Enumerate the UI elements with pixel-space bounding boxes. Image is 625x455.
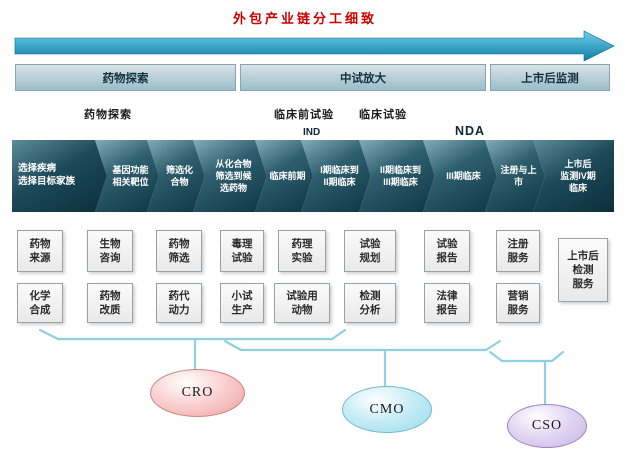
stage-label-clinical: 临床试验 — [359, 109, 407, 121]
flow-step-phase3: III期临床 — [423, 140, 497, 212]
service-trial-report: 试验 报告 — [424, 230, 470, 272]
phase-drug-discovery: 药物探索 — [15, 64, 236, 91]
milestone-ind: IND — [303, 127, 321, 138]
arrow-shape — [14, 30, 615, 62]
service-marketing: 营销 服务 — [496, 283, 540, 323]
phase-pilot-scaleup: 中试放大 — [240, 64, 486, 91]
stage-label-drug-discovery: 药物探索 — [84, 109, 132, 121]
service-trial-planning: 试验 规划 — [344, 230, 396, 272]
service-postmarket-testing: 上市后 检测 服务 — [558, 238, 608, 302]
service-legal-report: 法律 报告 — [424, 283, 470, 323]
cmo-brace — [223, 339, 502, 352]
service-drug-source: 药物 来源 — [17, 230, 63, 272]
service-testing-analysis: 检测 分析 — [344, 283, 396, 323]
service-toxicology-test: 毒理 试验 — [220, 230, 264, 272]
service-pilot-production: 小试 生产 — [220, 283, 264, 323]
flow-step-select-disease: 选择疾病 选择目标家族 — [12, 140, 107, 212]
service-pharmacokinetics: 药代 动力 — [156, 283, 202, 323]
service-test-animals: 试验用 动物 — [274, 283, 330, 323]
phase-postmarket-monitoring: 上市后监测 — [490, 64, 610, 91]
diagram-title: 外包产业链分工细致 — [232, 11, 377, 26]
service-registration: 注册 服务 — [496, 230, 540, 272]
cmo-label: CMO — [369, 401, 405, 417]
milestone-nda: NDA — [455, 124, 486, 138]
stage-label-preclinical: 临床前试验 — [274, 109, 334, 121]
process-flow: 选择疾病 选择目标家族 基因功能 相关靶位 筛选化 合物 从化合物 筛选到候 选… — [12, 140, 614, 212]
flow-step-phase2-3: II期临床到 III期临床 — [359, 140, 435, 212]
cro-brace — [38, 328, 347, 341]
service-bio-consulting: 生物 咨询 — [87, 230, 133, 272]
service-drug-modification: 药物 改质 — [87, 283, 133, 323]
cso-brace — [488, 350, 565, 363]
timeline-arrow — [14, 30, 615, 62]
flow-step-phase4-postmarket: 上市后 监测IV期 临床 — [533, 140, 614, 212]
flow-step-registration-launch: 注册与上市 — [485, 140, 545, 212]
group-braces — [38, 328, 565, 407]
service-chemical-synthesis: 化学 合成 — [17, 283, 63, 323]
service-drug-screening: 药物 筛选 — [156, 230, 202, 272]
service-pharmacology-experiment: 药理 实验 — [278, 230, 326, 272]
cmo-bubble: CMO — [342, 386, 432, 433]
cso-label: CSO — [531, 418, 563, 433]
flow-step-candidate-drug: 从化合物 筛选到候 选药物 — [193, 140, 267, 212]
cro-bubble: CRO — [150, 369, 245, 417]
cso-bubble: CSO — [507, 404, 587, 448]
cro-label: CRO — [181, 385, 214, 400]
